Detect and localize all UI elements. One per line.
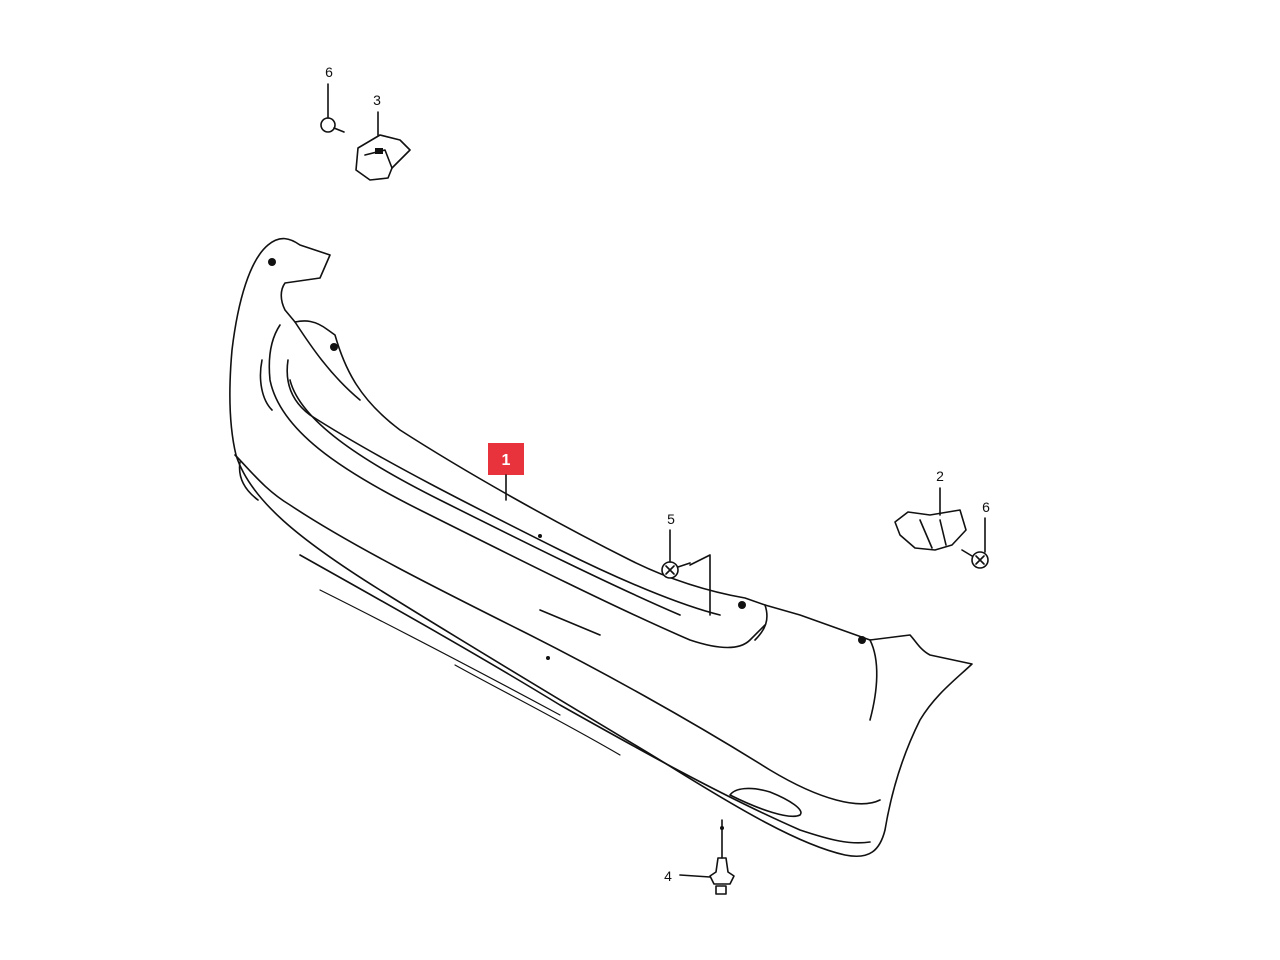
clip[interactable] <box>679 819 735 895</box>
callout-1-badge: 1 <box>488 443 524 501</box>
callout-1-box <box>488 443 524 475</box>
rear-bumper-cover[interactable] <box>229 237 973 857</box>
screw-left[interactable] <box>320 83 345 133</box>
bracket-left[interactable] <box>355 111 411 181</box>
callout-5-label: 5 <box>667 511 675 527</box>
callout-6-label-right: 6 <box>982 499 990 515</box>
callout-2-label: 2 <box>936 468 944 484</box>
callout-4-label: 4 <box>664 868 672 884</box>
screw-center[interactable] <box>661 529 711 616</box>
bracket-right[interactable] <box>894 487 967 551</box>
callout-1-label: 1 <box>502 452 511 469</box>
screw-right[interactable] <box>961 517 989 569</box>
callout-6-label-left: 6 <box>325 64 333 80</box>
callout-3-label: 3 <box>373 92 381 108</box>
